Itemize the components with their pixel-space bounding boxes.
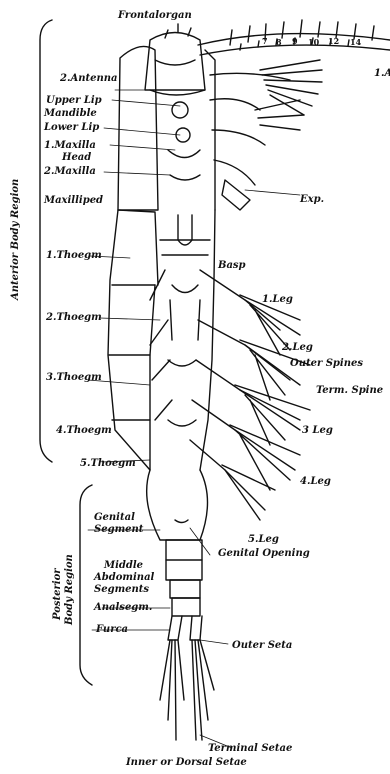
label-leg-5: 5.Leg [248, 534, 279, 545]
genital-segment [147, 470, 208, 540]
label-thoracic-3: 3.Thoegm [46, 372, 102, 383]
label-frontal-organ: Frontalorgan [118, 10, 192, 21]
label-second-antenna: 2.Antenna [60, 73, 117, 84]
label-head: Head [62, 152, 91, 163]
antenna-segment-number: 7 [262, 36, 268, 47]
label-middle-abdominal-line3: Segments [94, 584, 149, 595]
antenna-segment-number: 12 [328, 36, 339, 47]
anterior-region-bracket [40, 20, 52, 462]
label-lower-lip: Lower Lip [44, 122, 99, 133]
posterior-region-bracket [80, 485, 92, 685]
label-anal-segment: Analsegm. [94, 602, 152, 613]
label-outer-seta: Outer Seta [232, 640, 292, 651]
label-second-maxilla: 2.Maxilla [44, 166, 96, 177]
label-posterior-region-line2: Body Region [64, 554, 75, 625]
label-leg-3: 3 Leg [302, 425, 333, 436]
label-inner-dorsal-setae: Inner or Dorsal Setae [126, 757, 247, 768]
label-exp: Exp. [300, 194, 324, 205]
label-outer-spines: Outer Spines [290, 358, 363, 369]
label-middle-abdominal-line2: Abdominal [94, 572, 154, 583]
label-leg-1: 1.Leg [262, 294, 293, 305]
label-maxilliped: Maxilliped [44, 195, 103, 206]
label-first-antenna: 1.A [374, 68, 390, 79]
antenna-segment-number: 9 [292, 36, 298, 47]
label-basp: Basp [218, 260, 246, 271]
label-genital-segment-line2: Segment [94, 524, 143, 535]
label-thoracic-2: 2.Thoegm [46, 312, 102, 323]
label-leg-2: 2.Leg [282, 342, 313, 353]
mouthparts [168, 99, 265, 210]
label-middle-abdominal-line1: Middle [104, 560, 143, 571]
label-upper-lip: Upper Lip [46, 95, 102, 106]
label-genital-opening: Genital Opening [218, 548, 310, 559]
label-term-spine: Term. Spine [316, 385, 383, 396]
furca-and-setae [160, 616, 214, 740]
head-outline [145, 24, 205, 95]
label-thoracic-4: 4.Thoegm [56, 425, 112, 436]
second-antenna [210, 60, 322, 130]
label-genital-segment-line1: Genital [94, 512, 135, 523]
anterior-body-outline [108, 46, 215, 470]
antenna-segment-number: 14 [350, 37, 361, 48]
label-thoracic-5: 5.Thoegm [80, 458, 136, 469]
label-first-maxilla: 1.Maxilla [44, 140, 96, 151]
swimming-legs [150, 270, 310, 520]
label-anterior-region: Anterior Body Region [10, 179, 21, 300]
label-mandible: Mandible [44, 108, 97, 119]
antenna-segment-number: 8 [276, 37, 282, 48]
label-thoracic-1: 1.Thoegm [46, 250, 102, 261]
antenna-segment-number: 10 [308, 37, 319, 48]
label-leg-4: 4.Leg [300, 476, 331, 487]
label-posterior-region-line1: Posterior [52, 568, 63, 620]
label-terminal-setae: Terminal Setae [208, 743, 292, 754]
label-furca: Furca [96, 624, 128, 635]
abdominal-segments [166, 540, 202, 616]
